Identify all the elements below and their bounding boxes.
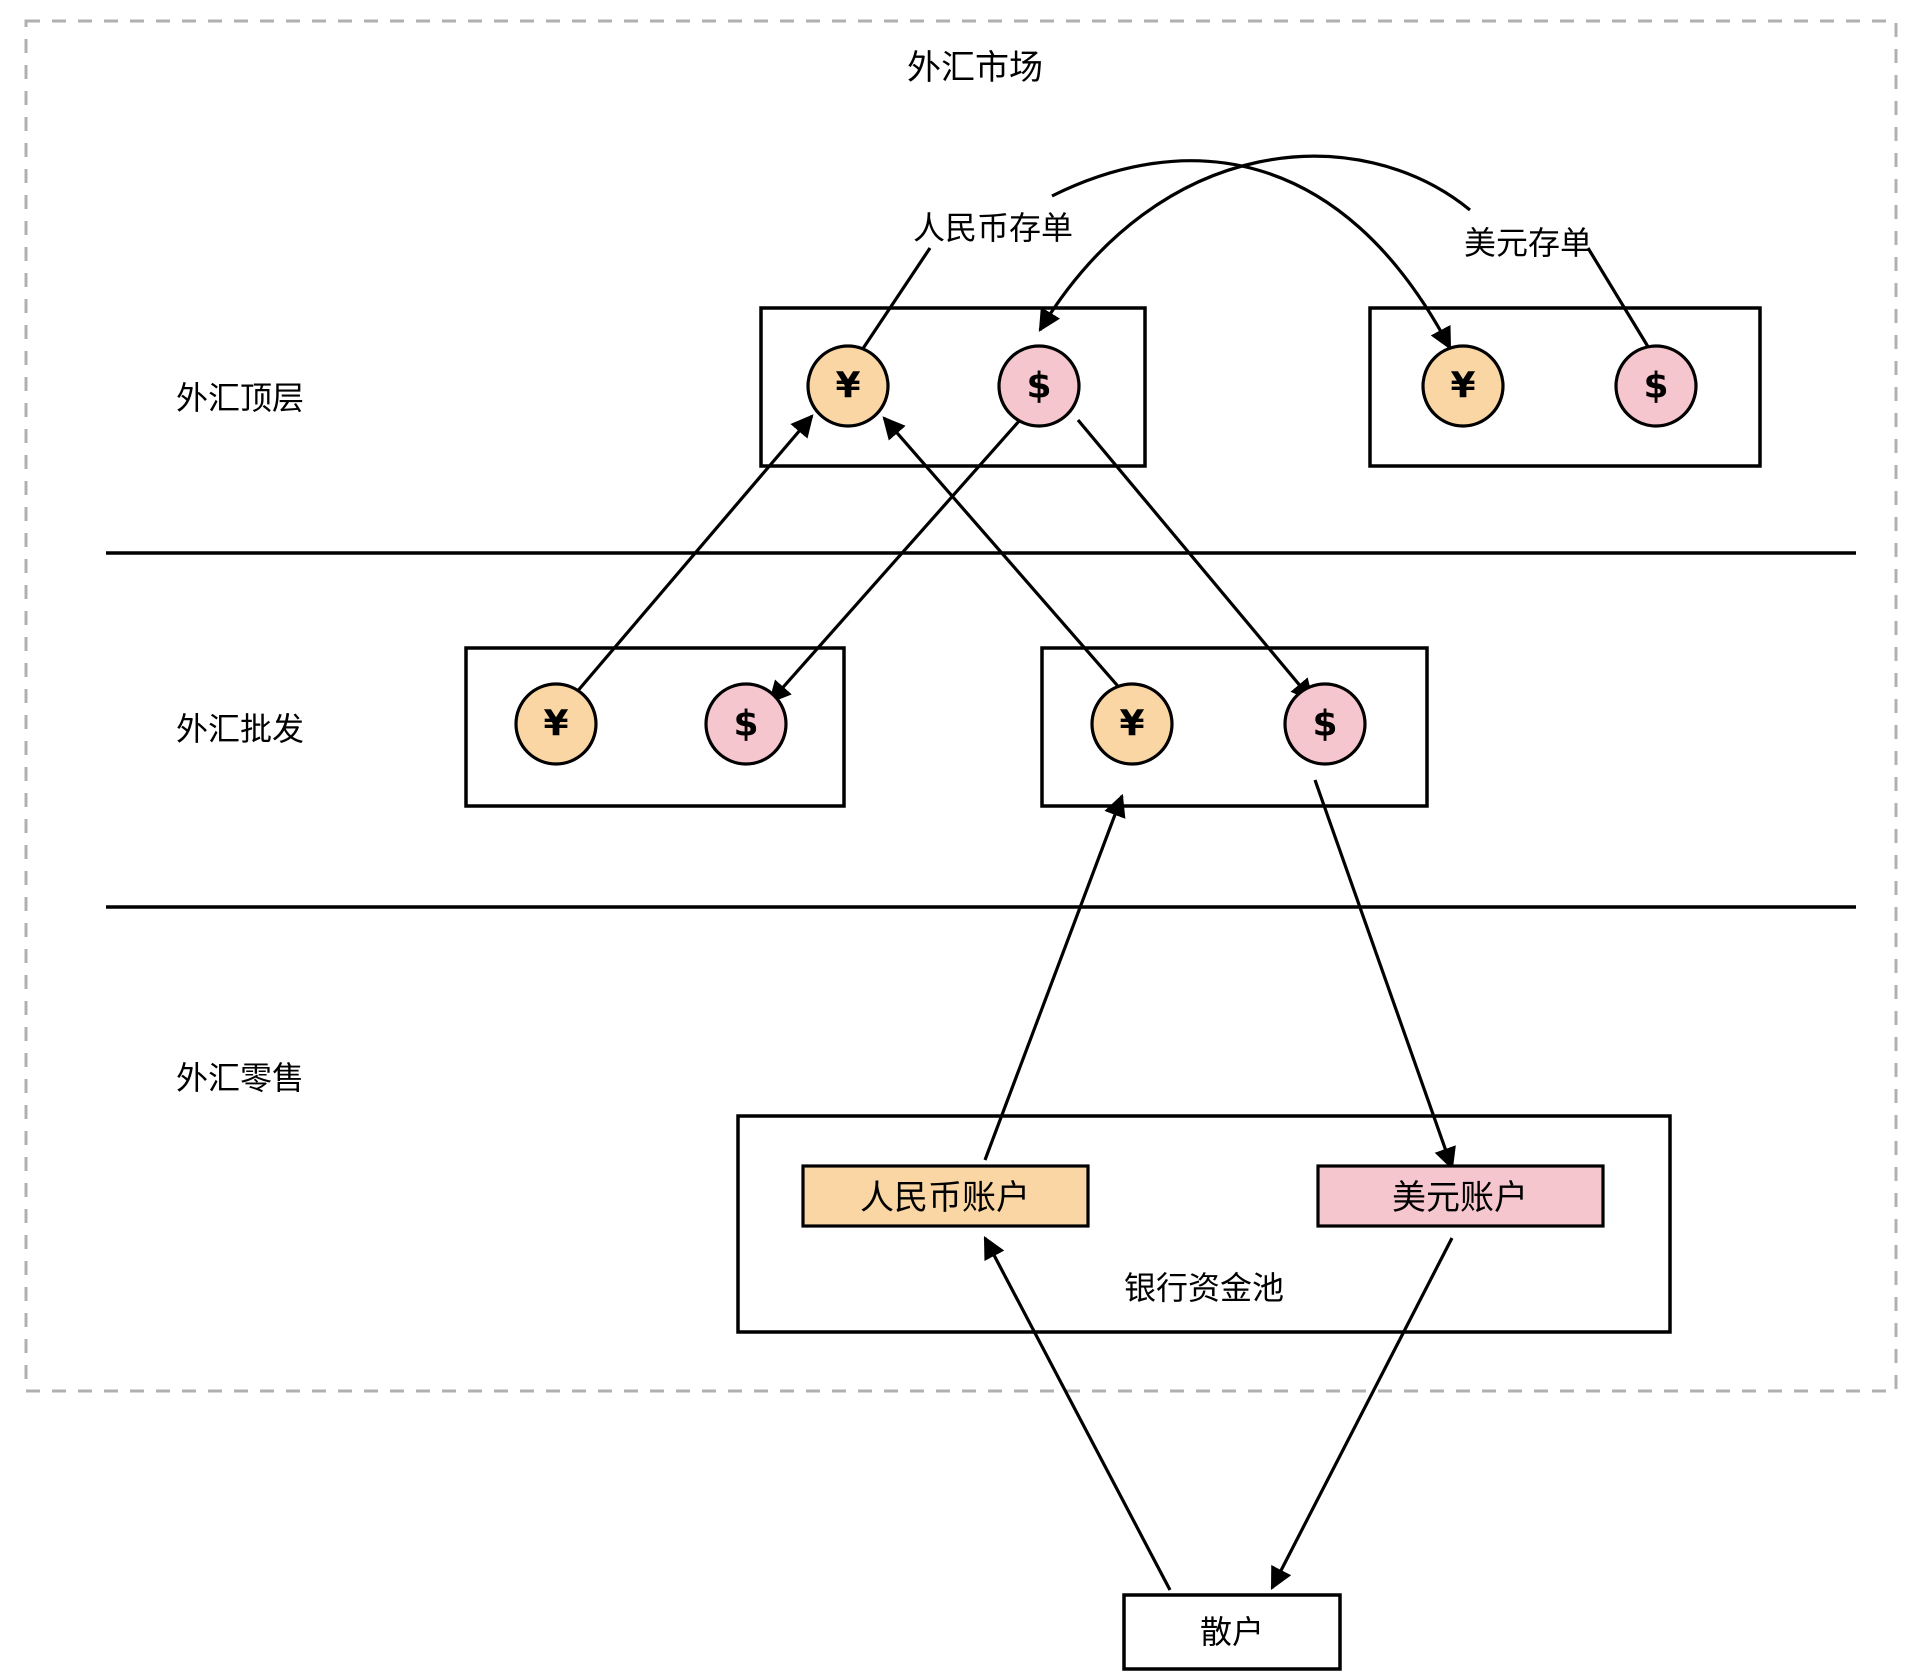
node-ws-a-usd[interactable] [704,682,788,766]
node-ws-b-cny-glyph: ¥ [1119,704,1144,745]
top-institution-box-a[interactable] [759,306,1147,468]
edge-usd-account-to-investor [1270,1237,1454,1590]
edge-ws-b-usd-to-usd-account [1313,779,1456,1171]
node-ws-b-usd[interactable] [1283,682,1367,766]
node-top-a-cny-glyph: ¥ [835,366,860,407]
node-top-a-usd-glyph: $ [1026,366,1051,407]
edge-usd-cd-label-leader [1586,247,1652,351]
edge-investor-to-cny-account [983,1236,1172,1591]
node-top-b-cny[interactable] [1421,344,1505,428]
usd-account-label: 美元账户 [1392,1178,1528,1218]
edge-usd-cd-curve [1038,154,1472,332]
retail-investor-label: 散户 [1200,1613,1264,1651]
edge-cny-cd-curve [1051,159,1452,350]
edge-ws-b-cny-to-top-a-cny [882,416,1132,702]
node-ws-b-usd-glyph: $ [1312,704,1337,745]
usd-account-box[interactable] [1316,1164,1605,1228]
edge-ws-a-cny-to-top-a-cny [568,414,814,702]
annotation-usd-cd: 美元存单 [1464,224,1592,262]
layer-label-top: 外汇顶层 [176,379,304,417]
node-top-b-usd[interactable] [1614,344,1698,428]
cny-account-label: 人民币账户 [860,1178,1030,1218]
bank-pool-label: 银行资金池 [1124,1269,1284,1307]
edge-top-a-usd-to-ws-b-usd [1076,418,1314,702]
node-top-b-cny-glyph: ¥ [1450,366,1475,407]
node-ws-a-cny-glyph: ¥ [543,704,568,745]
edge-top-a-usd-to-ws-a-usd [768,418,1022,704]
node-top-b-usd-glyph: $ [1643,366,1668,407]
retail-investor-box[interactable] [1122,1593,1342,1671]
layer-label-wholesale: 外汇批发 [176,710,304,748]
cny-account-box[interactable] [801,1164,1090,1228]
node-ws-a-usd-glyph: $ [733,704,758,745]
page-title: 外汇市场 [907,48,1043,88]
node-top-a-cny[interactable] [806,344,890,428]
edge-cny-cd-label-leader [860,247,932,351]
edge-cny-account-to-ws-b-cny [983,793,1126,1161]
node-top-a-usd[interactable] [997,344,1081,428]
market-boundary [24,19,1898,1393]
node-ws-b-cny[interactable] [1090,682,1174,766]
layer-label-retail: 外汇零售 [176,1059,304,1097]
annotation-cny-cd: 人民币存单 [913,209,1073,247]
node-ws-a-cny[interactable] [514,682,598,766]
